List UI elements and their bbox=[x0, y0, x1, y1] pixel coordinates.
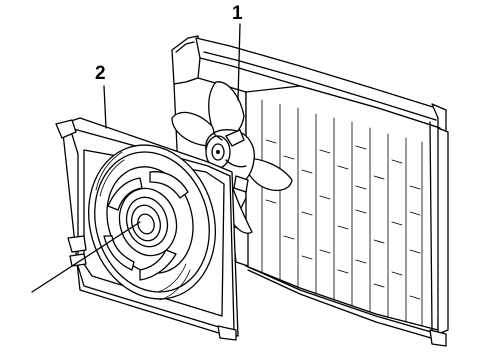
callout-1-leader bbox=[237, 23, 241, 101]
fan-shroud bbox=[55, 117, 239, 341]
leader-lines bbox=[31, 23, 241, 293]
unlabeled-leader bbox=[31, 221, 141, 293]
callout-2-label: 2 bbox=[95, 63, 106, 84]
callout-1-label: 1 bbox=[232, 3, 243, 24]
callout-2-leader bbox=[103, 85, 107, 129]
